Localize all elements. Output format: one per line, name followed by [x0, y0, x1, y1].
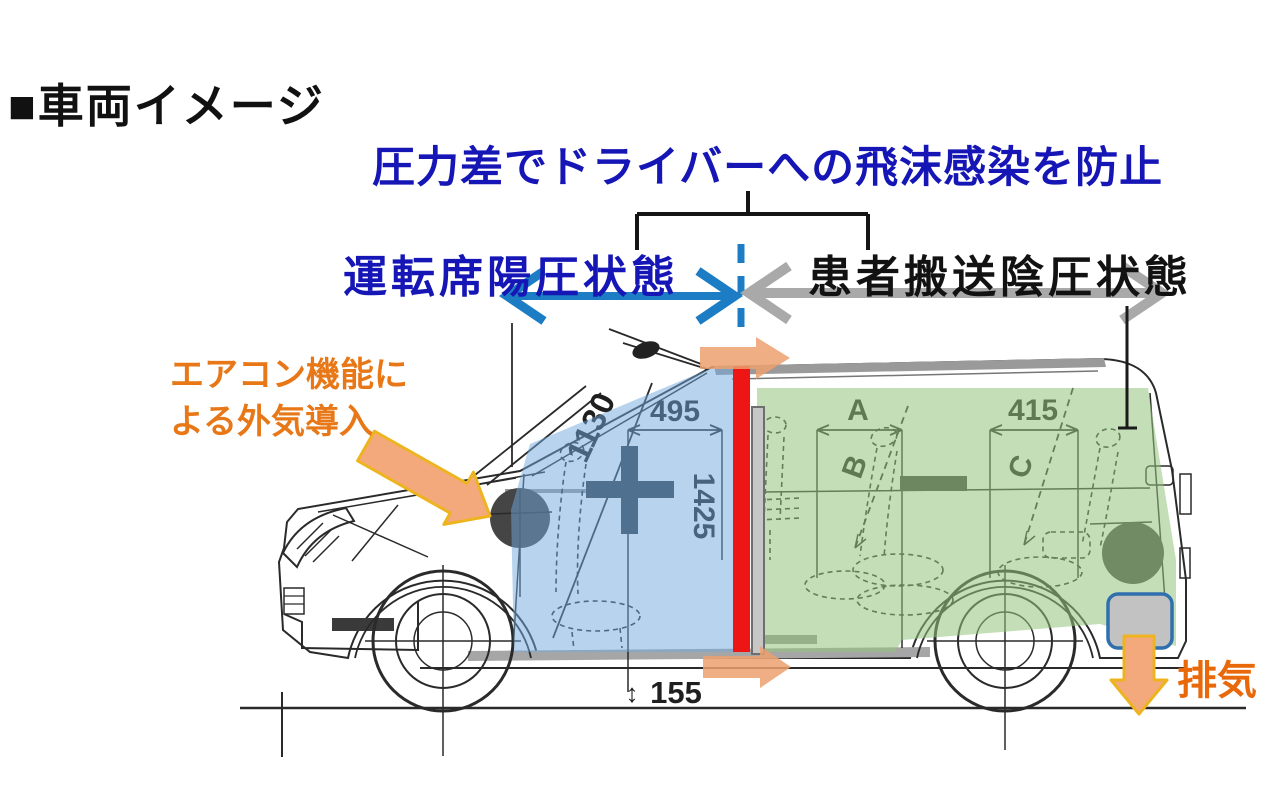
rear-hinge-lower [1179, 547, 1191, 579]
heading-bracket [635, 191, 870, 250]
roof-strip [714, 358, 1106, 375]
main-heading: 圧力差でドライバーへの飛沫感染を防止 [372, 144, 1164, 192]
driver-zone-label: 運転席陽圧状態 [343, 253, 679, 302]
exhaust-arrow [1109, 634, 1169, 716]
air-intake-callout-line1: エアコン機能に [170, 356, 408, 394]
bottom-airflow-arrow [703, 646, 791, 688]
fender-crease-lines [332, 504, 429, 562]
fog-lamp [283, 587, 305, 615]
roof-inner-line [731, 370, 1099, 380]
air-intake-callout: エアコン機能による外気導入 [170, 352, 450, 446]
exhaust-callout: 排気 [1177, 659, 1257, 703]
top-airflow-arrow [700, 337, 790, 379]
air-intake-arrow [356, 429, 492, 526]
bumper-contour [283, 602, 419, 652]
headlight [281, 506, 356, 569]
driver-zone-overlay [511, 367, 733, 652]
front-wheel [354, 565, 532, 756]
patient-zone-label: 患者搬送陰圧状態 [808, 253, 1192, 302]
door-mirror [632, 341, 660, 359]
air-intake-callout-line2: よる外気導入 [170, 402, 373, 441]
headlight-slats [296, 522, 340, 563]
patient-zone-overlay [757, 388, 1176, 652]
dim-155: 155 [650, 675, 702, 710]
driver-pressure-arrow [498, 267, 744, 325]
partition-red-bar [733, 366, 750, 652]
fog-lamp-slats [284, 595, 304, 605]
patient-pressure-arrow [740, 261, 1171, 325]
partition-gray-pillar [751, 406, 765, 655]
rear-reference-line [1118, 306, 1137, 430]
underbody-panel [332, 618, 394, 631]
dim-step-symbol: ↕ [626, 678, 639, 708]
rear-hinge-upper [1179, 473, 1192, 515]
page-title: ■車両イメージ [8, 80, 325, 132]
